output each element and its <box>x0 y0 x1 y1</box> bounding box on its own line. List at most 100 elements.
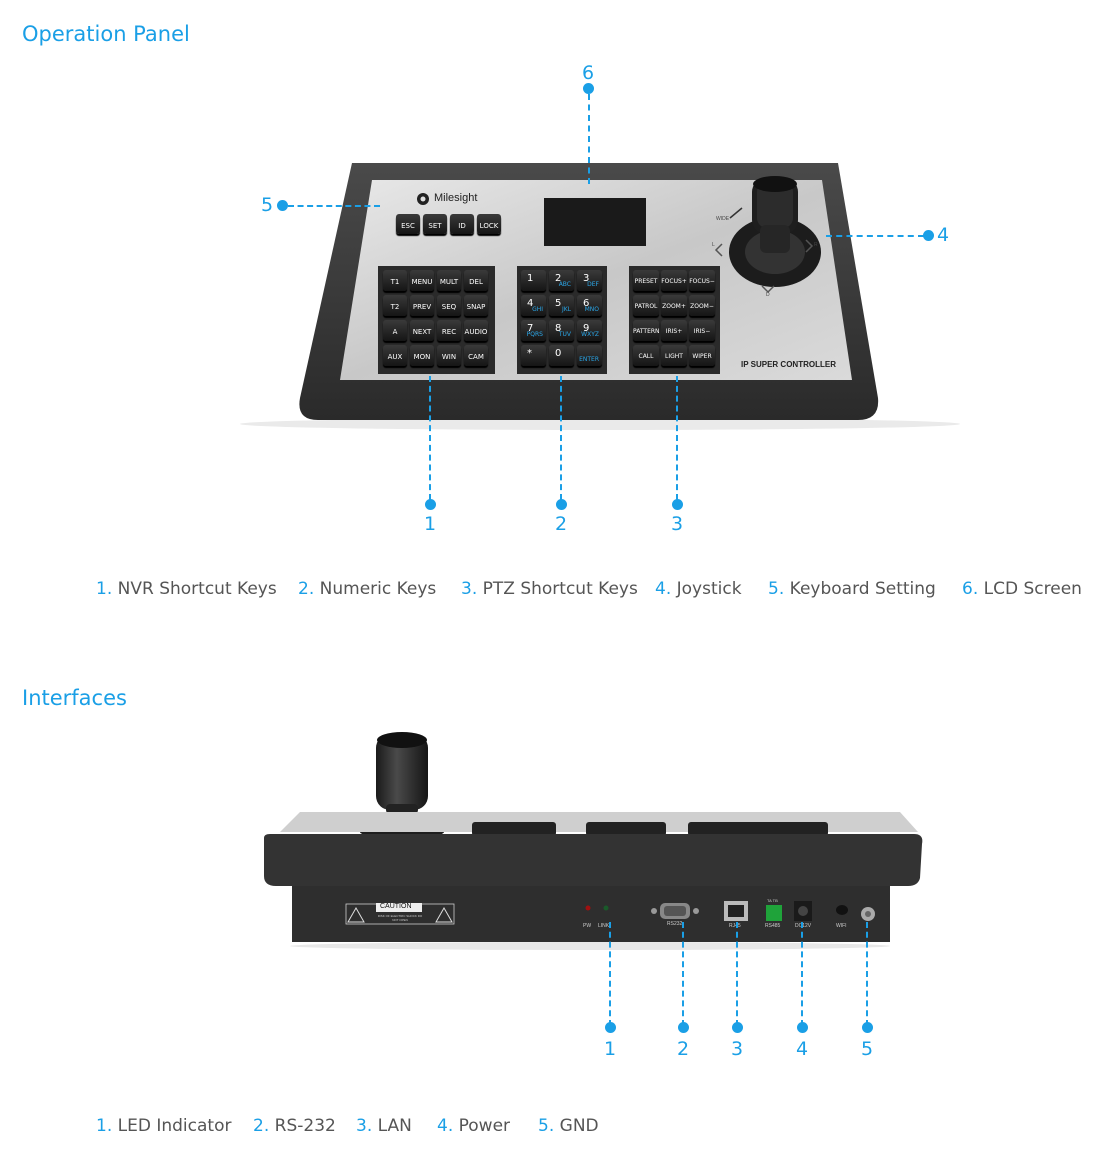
callout-3-dot <box>672 499 683 510</box>
iface-legend-item-5: 5. GND <box>538 1116 599 1136</box>
brand-logo-text: Milesight <box>434 192 478 204</box>
iface-callout-3-dot <box>732 1022 743 1033</box>
nvr-key[interactable]: NEXT <box>410 320 434 341</box>
iface-callout-5-number: 5 <box>860 1038 874 1060</box>
ptz-key[interactable]: PATTERN <box>633 320 660 341</box>
numeric-key-digit: 9 <box>583 323 590 334</box>
iface-callout-4-dot <box>797 1022 808 1033</box>
callout-2-number: 2 <box>554 513 568 535</box>
numeric-key-digit: 8 <box>555 323 562 334</box>
nvr-key[interactable]: PREV <box>410 295 434 316</box>
callout-1-line <box>429 376 431 500</box>
nvr-key[interactable]: CAM <box>464 345 488 366</box>
operation-panel-legend: 1. NVR Shortcut Keys 2. Numeric Keys 3. … <box>0 579 1118 603</box>
nvr-key[interactable]: DEL <box>464 270 488 291</box>
rs232-label: RS232 <box>667 921 683 927</box>
key-esc[interactable]: ESC <box>396 214 420 234</box>
nvr-key[interactable]: AUX <box>383 345 407 366</box>
controller-rear-view: CAUTION RISK OF ELECTRIC SHOCK DO NOT OP… <box>0 700 1118 1080</box>
callout-2-line <box>560 376 562 500</box>
callout-5-line <box>288 205 380 207</box>
numeric-key-letters: GHI <box>532 306 543 313</box>
ptz-key[interactable]: IRIS− <box>689 320 715 341</box>
numeric-key[interactable]: * <box>521 345 546 366</box>
nvr-key[interactable]: T1 <box>383 270 407 291</box>
ptz-key[interactable]: PRESET <box>633 270 659 291</box>
controller-body <box>240 163 960 430</box>
ptz-key[interactable]: ZOOM+ <box>661 295 687 316</box>
iface-callout-5-dot <box>862 1022 873 1033</box>
numeric-key-letters: ABC <box>558 281 571 288</box>
numeric-key[interactable]: 0 <box>549 345 574 366</box>
ptz-key[interactable]: FOCUS− <box>689 270 715 291</box>
product-label: IP SUPER CONTROLLER <box>741 360 836 369</box>
nvr-key[interactable]: MENU <box>410 270 434 291</box>
numeric-key-digit: * <box>527 348 532 359</box>
controller-top-view: Milesight IP SUPER CONTROLLER WIDE L R D… <box>0 0 1118 560</box>
rs485-label: RS485 <box>765 923 781 929</box>
wifi-label: WIFI <box>836 923 847 929</box>
joystick-r-label: R <box>814 242 818 248</box>
numeric-key[interactable]: ENTER <box>577 345 602 366</box>
ptz-key[interactable]: LIGHT <box>661 345 687 366</box>
nvr-key[interactable]: MON <box>410 345 434 366</box>
dc12v-label: DC12V <box>795 923 812 929</box>
nvr-key[interactable]: A <box>383 320 407 341</box>
numeric-key-letters: ENTER <box>579 356 599 363</box>
numeric-key-digit: 0 <box>555 348 562 359</box>
caution-label: CAUTION <box>380 903 412 910</box>
ptz-key[interactable]: ZOOM− <box>689 295 715 316</box>
callout-5-dot <box>277 200 288 211</box>
numeric-key-digit: 6 <box>583 298 590 309</box>
nvr-key[interactable]: REC <box>437 320 461 341</box>
legend-item-1: 1. NVR Shortcut Keys <box>96 579 277 599</box>
ptz-key[interactable]: FOCUS+ <box>661 270 687 291</box>
nvr-key[interactable]: AUDIO <box>464 320 488 341</box>
nvr-key[interactable]: MULT <box>437 270 461 291</box>
ptz-key[interactable]: CALL <box>633 345 659 366</box>
interfaces-legend: 1. LED Indicator 2. RS-232 3. LAN 4. Pow… <box>0 1116 1118 1140</box>
rj45-label: RJ45 <box>729 923 741 929</box>
joystick-l-label: L <box>712 242 715 248</box>
ptz-key[interactable]: IRIS+ <box>661 320 687 341</box>
key-set[interactable]: SET <box>423 214 447 234</box>
legend-item-6: 6. LCD Screen <box>962 579 1082 599</box>
callout-5-number: 5 <box>260 194 274 216</box>
iface-callout-4-number: 4 <box>795 1038 809 1060</box>
key-id[interactable]: ID <box>450 214 474 234</box>
caution-sublabel: RISK OF ELECTRIC SHOCK DO NOT OPEN <box>377 914 423 922</box>
ta-tb-label: TA TB <box>767 898 778 903</box>
numeric-key-letters: TUV <box>558 331 571 338</box>
numeric-key[interactable]: 1 <box>521 270 546 291</box>
nvr-key[interactable]: SNAP <box>464 295 488 316</box>
numeric-key-letters: PQRS <box>526 331 543 338</box>
key-lock[interactable]: LOCK <box>477 214 501 234</box>
callout-4-number: 4 <box>936 224 950 246</box>
rear-body <box>264 732 923 950</box>
joystick-wide-label: WIDE <box>716 216 730 222</box>
nvr-key[interactable]: SEQ <box>437 295 461 316</box>
iface-callout-1-dot <box>605 1022 616 1033</box>
nvr-key[interactable]: T2 <box>383 295 407 316</box>
callout-6-line <box>588 94 590 184</box>
nvr-key[interactable]: WIN <box>437 345 461 366</box>
legend-item-2: 2. Numeric Keys <box>298 579 437 599</box>
numeric-key-digit: 5 <box>555 298 562 309</box>
ptz-key[interactable]: WIPER <box>689 345 715 366</box>
iface-callout-1-number: 1 <box>603 1038 617 1060</box>
iface-legend-item-3: 3. LAN <box>356 1116 412 1136</box>
joystick-d-label: D <box>766 292 770 298</box>
ptz-key[interactable]: PATROL <box>633 295 659 316</box>
numeric-key-digit: 1 <box>527 273 534 284</box>
link-label: LINK <box>598 923 610 929</box>
iface-callout-2-dot <box>678 1022 689 1033</box>
callout-6-dot <box>583 83 594 94</box>
